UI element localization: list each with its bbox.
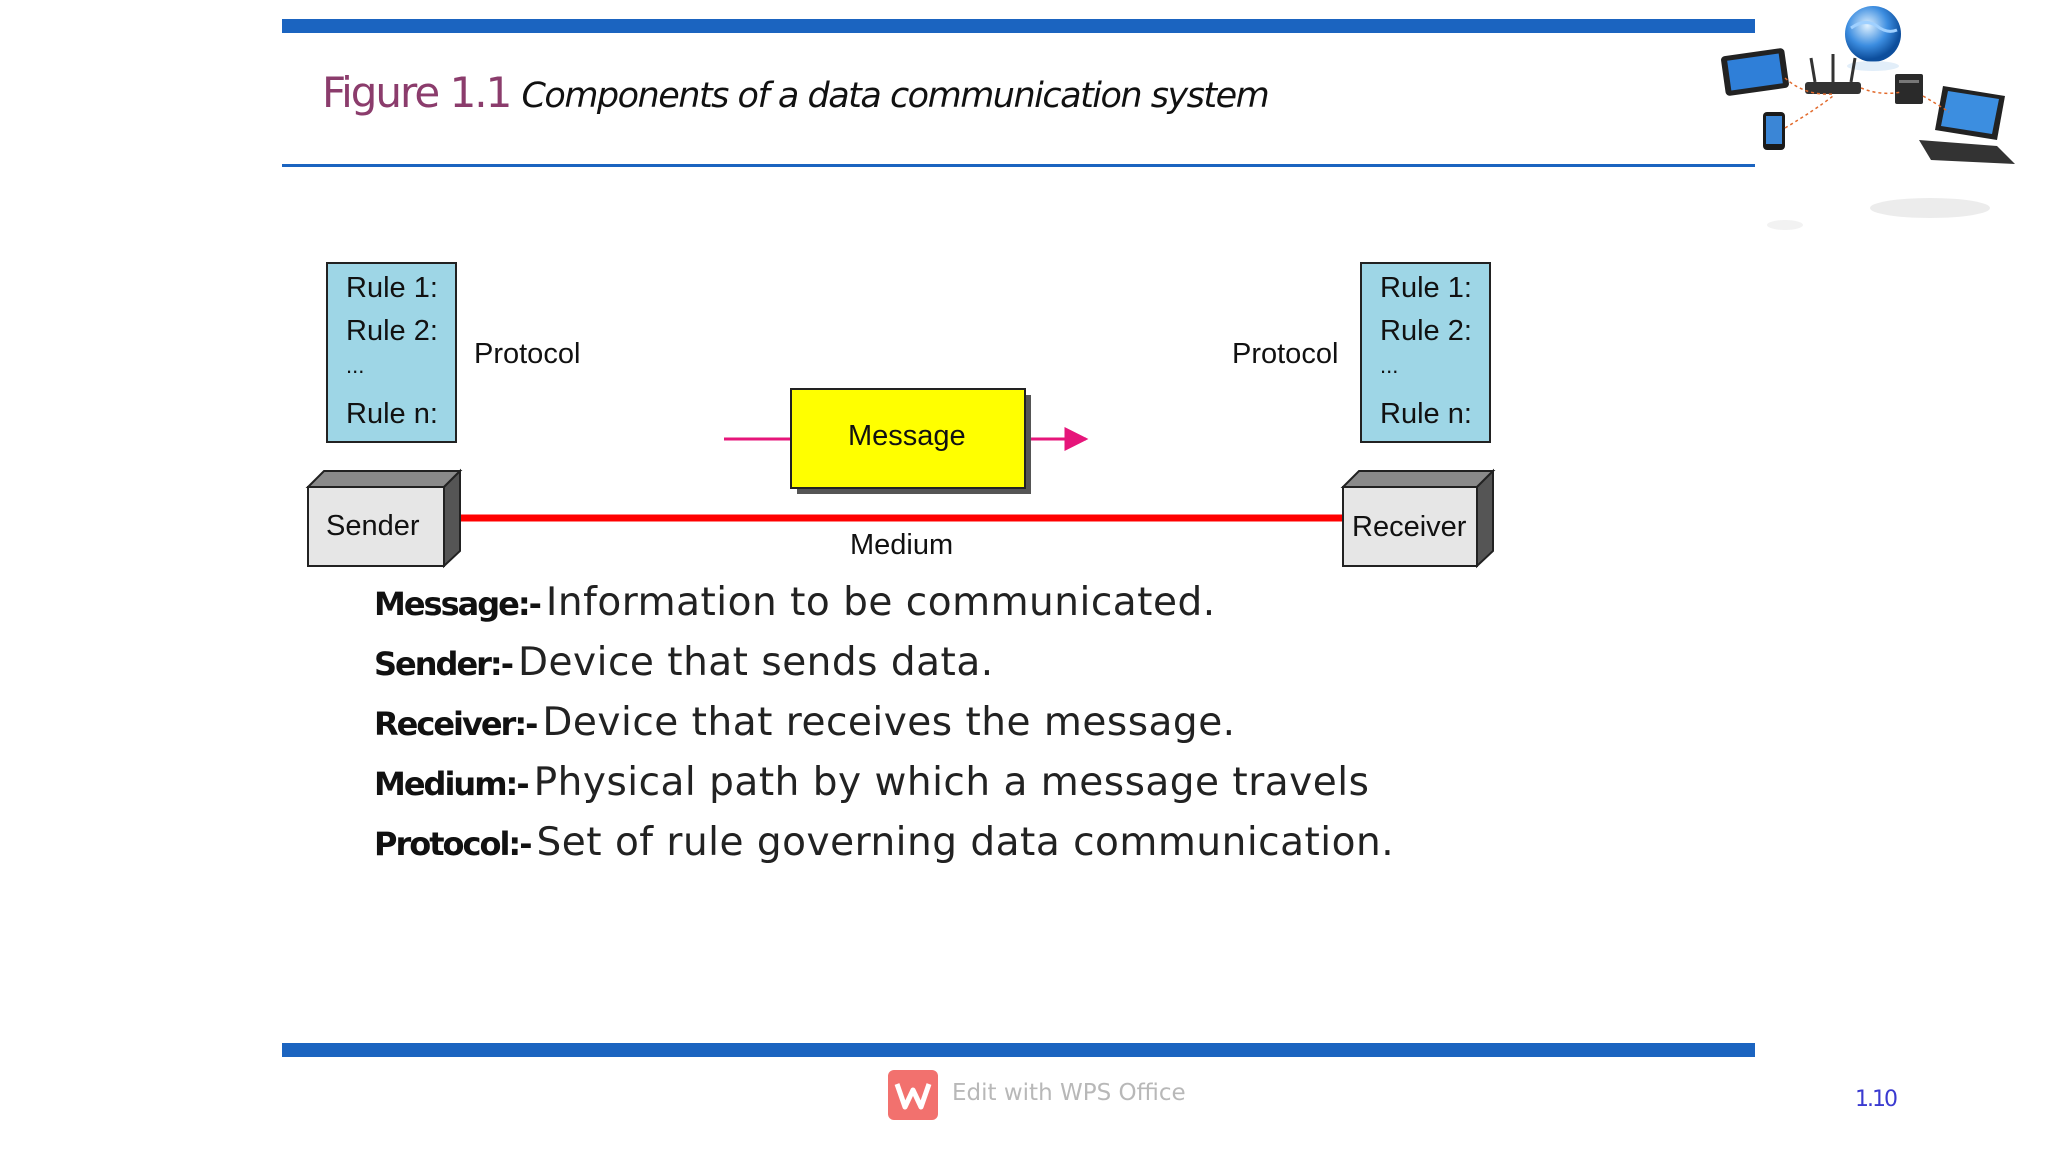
page-number: 1.10 [1855,1087,1898,1112]
receiver-protocol-rules: Rule 1: Rule 2: ... Rule n: [1360,262,1491,443]
laptop-icon [1919,86,2015,164]
top-rule [282,19,1755,33]
receiver-label: Receiver [1352,511,1467,543]
definitions-list: Message:-Information to be communicated.… [374,580,1394,880]
definition-term: Medium:- [374,765,530,803]
sender-rule-ellipsis: ... [346,353,365,378]
receiver-protocol-label: Protocol [1232,338,1339,370]
definition-description: Information to be communicated. [545,580,1216,625]
message-box [790,388,1031,494]
message-label: Message [848,420,966,452]
wps-watermark-text[interactable]: Edit with WPS Office [952,1080,1186,1106]
definition-description: Set of rule governing data communication… [536,820,1395,865]
sender-rule-1: Rule 1: [346,272,438,304]
connection-lines [1784,77,1950,129]
receiver-rule-ellipsis: ... [1380,353,1399,378]
receiver-rule-n: Rule n: [1380,398,1472,430]
title-rule [282,164,1755,167]
medium-label: Medium [850,529,954,561]
sender-label: Sender [326,510,420,542]
definition-term: Receiver:- [374,705,538,743]
definition-term: Sender:- [374,645,514,683]
definition-term: Protocol:- [374,825,532,863]
shadow-reflection [1870,198,1990,218]
sender-protocol-label: Protocol [474,338,581,370]
definition-term: Message:- [374,585,542,623]
network-devices-illustration [1721,6,2015,230]
definition-description: Physical path by which a message travels [533,760,1370,805]
definition-receiver: Receiver:-Device that receives the messa… [374,700,1394,760]
definition-description: Device that receives the message. [542,700,1236,745]
sender-rule-2: Rule 2: [346,315,438,347]
definition-message: Message:-Information to be communicated. [374,580,1394,640]
tablet-icon [1721,48,1789,96]
slide-title: Figure 1.1 Components of a data communic… [322,68,1270,117]
shadow-reflection-small [1767,220,1803,230]
figure-label: Figure 1.1 [322,68,512,117]
definition-description: Device that sends data. [518,640,994,685]
phone-icon [1763,112,1785,150]
figure-caption: Components of a data communication syste… [521,76,1269,116]
receiver-rule-1: Rule 1: [1380,272,1472,304]
receiver-rule-2: Rule 2: [1380,315,1472,347]
definition-medium: Medium:-Physical path by which a message… [374,760,1394,820]
wps-logo-icon[interactable] [888,1070,938,1120]
globe-icon [1845,6,1901,71]
bottom-rule [282,1043,1755,1057]
router-icon [1805,54,1861,94]
receiver-device [1340,468,1496,569]
definition-sender: Sender:-Device that sends data. [374,640,1394,700]
sender-rule-n: Rule n: [346,398,438,430]
definition-protocol: Protocol:-Set of rule governing data com… [374,820,1394,880]
sender-protocol-rules: Rule 1: Rule 2: ... Rule n: [326,262,457,443]
sender-device [305,468,463,569]
server-icon [1895,74,1923,104]
